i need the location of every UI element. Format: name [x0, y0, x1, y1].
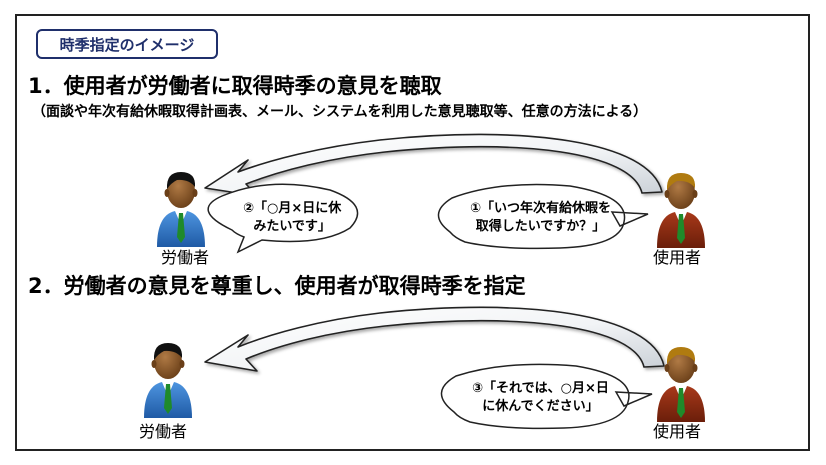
bubble-line: ③「それでは、○月×日: [472, 381, 609, 396]
diagram-tag: 時季指定のイメージ: [36, 29, 218, 59]
worker-person-icon: [144, 343, 192, 418]
bubble-line: に休んでください」: [482, 399, 599, 414]
step2-title: 2．労働者の意見を尊重し、使用者が取得時季を指定: [28, 274, 526, 298]
speech-bubble-icon: [440, 363, 653, 430]
employer-label-step2: 使用者: [653, 422, 702, 441]
bubble-line: 取得したいですか？」: [475, 219, 606, 234]
bubble-line: ①「いつ年次有給休暇を: [470, 201, 612, 216]
employer-person-icon: [657, 347, 705, 422]
worker-person-icon: [157, 172, 205, 247]
diagram-tag-label: 時季指定のイメージ: [59, 35, 195, 54]
curved-arrow-icon: [204, 133, 663, 197]
employer-person-icon: [657, 173, 705, 248]
worker-label-step2: 労働者: [139, 422, 188, 441]
bubble-line: ②「○月×日に休: [243, 201, 342, 216]
step1-subtitle: （面談や年次有給休暇取得計画表、メール、システムを利用した意見聴取等、任意の方法…: [32, 104, 648, 120]
speech-bubble-icon: [207, 183, 359, 254]
worker-label-step1: 労働者: [161, 248, 210, 267]
worker-bubble-text-step1: ②「○月×日に休 みたいです」: [243, 200, 341, 236]
employer-bubble-text-step2: ③「それでは、○月×日 に休んでください」: [472, 380, 609, 416]
employer-label-step1: 使用者: [653, 248, 702, 267]
curved-arrow-icon: [204, 306, 665, 372]
step1-title: 1．使用者が労働者に取得時季の意見を聴取: [28, 74, 442, 98]
speech-bubble-icon: [437, 183, 649, 250]
bubble-line: みたいです」: [253, 219, 331, 234]
employer-bubble-text-step1: ①「いつ年次有給休暇を 取得したいですか？」: [470, 200, 611, 236]
